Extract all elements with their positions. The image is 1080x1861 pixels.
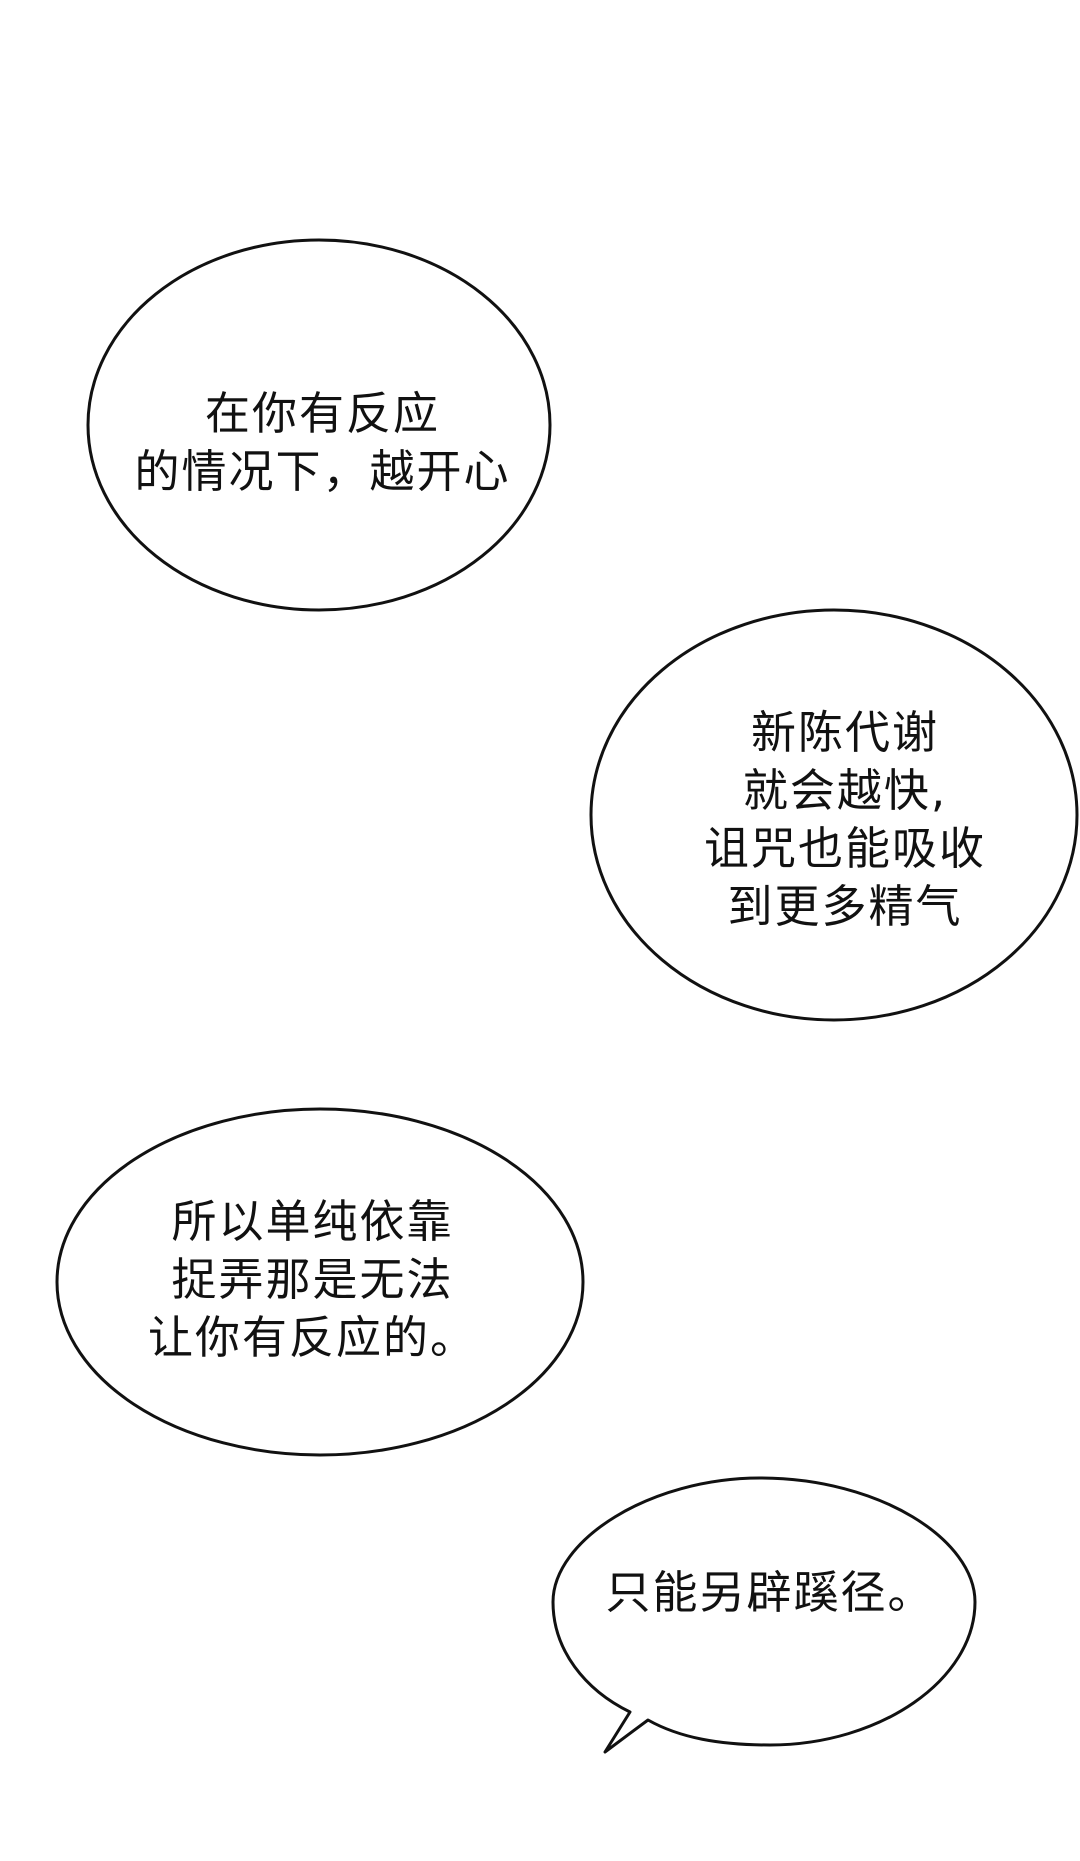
bubble-2-line-2: 就会越快,	[742, 764, 948, 817]
bubble-3-line-1: 所以单纯依靠	[171, 1195, 454, 1248]
speech-bubble-3	[55, 1107, 585, 1457]
bubble-2-text: 新陈代谢 就会越快, 诅咒也能吸收 到更多精气	[680, 704, 1010, 936]
bubble-4-line-1: 只能另辟蹊径。	[605, 1566, 935, 1619]
bubble-1-text: 在你有反应 的情况下，越开心	[95, 385, 550, 501]
bubble-3-line-2: 捉弄那是无法	[171, 1253, 454, 1306]
bubble-3-text: 所以单纯依靠 捉弄那是无法 让你有反应的。	[135, 1193, 490, 1367]
bubble-1-line-1: 在你有反应	[204, 387, 440, 440]
bubble-2-line-3: 诅咒也能吸收	[703, 822, 986, 875]
bubble-1-line-2: 的情况下，越开心	[134, 445, 511, 498]
bubble-2-line-4: 到更多精气	[727, 880, 963, 933]
bubble-3-line-3: 让你有反应的。	[147, 1311, 477, 1364]
speech-bubble-2	[589, 608, 1079, 1022]
speech-bubble-1	[86, 238, 552, 612]
bubble-4-text: 只能另辟蹊径。	[580, 1564, 960, 1622]
speech-bubble-4	[551, 1476, 977, 1754]
bubble-2-line-1: 新陈代谢	[750, 706, 939, 759]
